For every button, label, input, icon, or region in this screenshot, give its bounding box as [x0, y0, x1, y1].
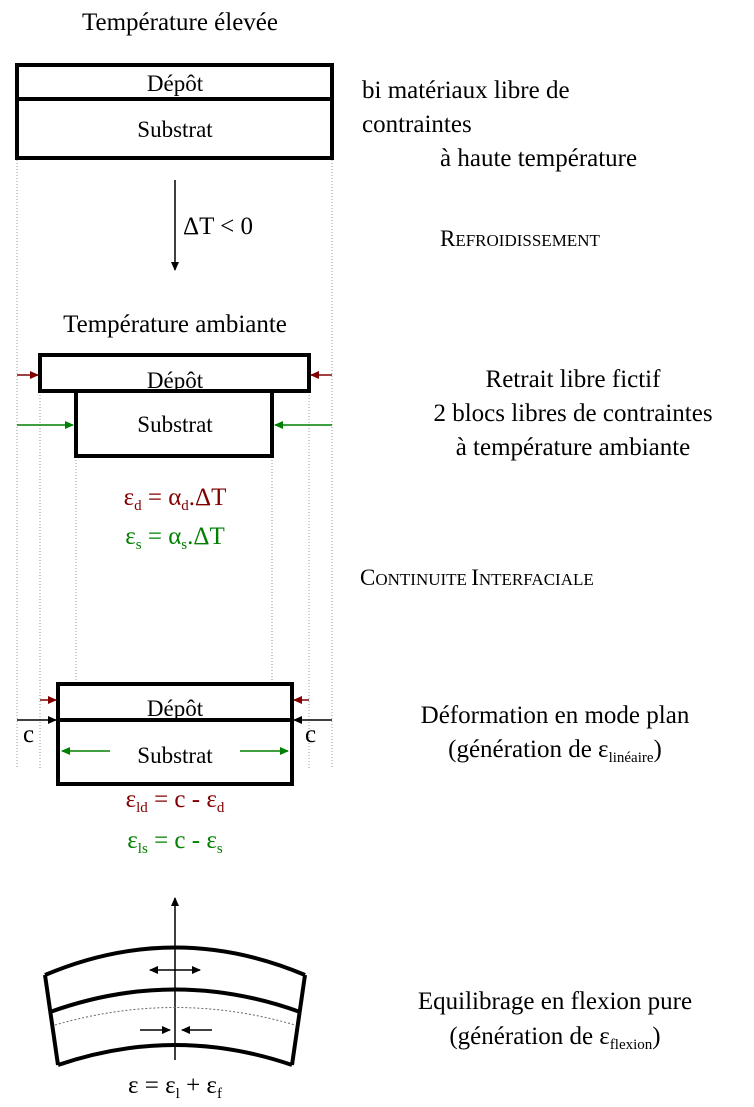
stage2-caption-line2: 2 blocs libres de contraintes — [433, 400, 712, 427]
stage3-substrate-block — [56, 718, 294, 786]
stage1-caption-line2: contraintes — [362, 111, 472, 138]
guide-lines — [16, 160, 333, 768]
stage3-caption-line1: Déformation en mode plan — [421, 702, 690, 729]
stage3-depot-block — [56, 682, 294, 722]
eq-epsilon-ls: εls = c - εs — [127, 827, 223, 857]
stage2-caption-line1: Retrait libre fictif — [486, 366, 662, 393]
bent-neutral-axis — [54, 1007, 296, 1026]
stage3-depot-label: Dépôt — [147, 696, 204, 721]
stage1-caption-line1: bi matériaux libre de — [362, 77, 570, 104]
continuity-label: CONTINUITE INTERFACIALE — [360, 565, 594, 590]
stage3-substrate-label: Substrat — [137, 743, 213, 768]
stage4-caption-line2: (génération de εflexion) — [449, 1023, 660, 1053]
stage2-depot-label: Dépôt — [147, 368, 204, 393]
bent-interface — [49, 987, 301, 1014]
c-label-right: c — [305, 721, 316, 748]
eq-total-strain: ε = εl + εf — [128, 1072, 222, 1102]
stage1-substrate-label: Substrat — [137, 117, 213, 142]
stage1-depot-block — [15, 63, 334, 101]
stage2-title: Température ambiante — [63, 311, 287, 338]
stage1-depot-label: Dépôt — [147, 71, 204, 96]
stage3-caption-line2: (génération de εlinéaire) — [448, 736, 662, 766]
eq-epsilon-ld: εld = c - εd — [126, 786, 225, 816]
stage1-title: Température élevée — [82, 9, 278, 36]
c-label-left: c — [23, 721, 34, 748]
bent-bottom-edge — [57, 1043, 293, 1067]
stage2-substrate-label: Substrat — [137, 412, 213, 437]
bent-top-edge — [44, 945, 306, 977]
delta-t-label: ΔT < 0 — [183, 213, 253, 240]
stage2-caption-line3: à température ambiante — [456, 434, 691, 461]
stage2-substrate-block — [74, 389, 274, 458]
eq-epsilon-d: εd = αd.ΔT — [124, 484, 227, 514]
stage1-caption-line3: à haute température — [440, 145, 637, 172]
stage1-substrate-block — [15, 97, 334, 160]
cooling-label: REFROIDISSEMENT — [440, 226, 600, 251]
stage4-caption-line1: Equilibrage en flexion pure — [418, 988, 692, 1015]
eq-epsilon-s: εs = αs.ΔT — [125, 523, 225, 553]
bent-right-edge — [290, 974, 307, 1066]
bent-left-edge — [43, 974, 60, 1066]
